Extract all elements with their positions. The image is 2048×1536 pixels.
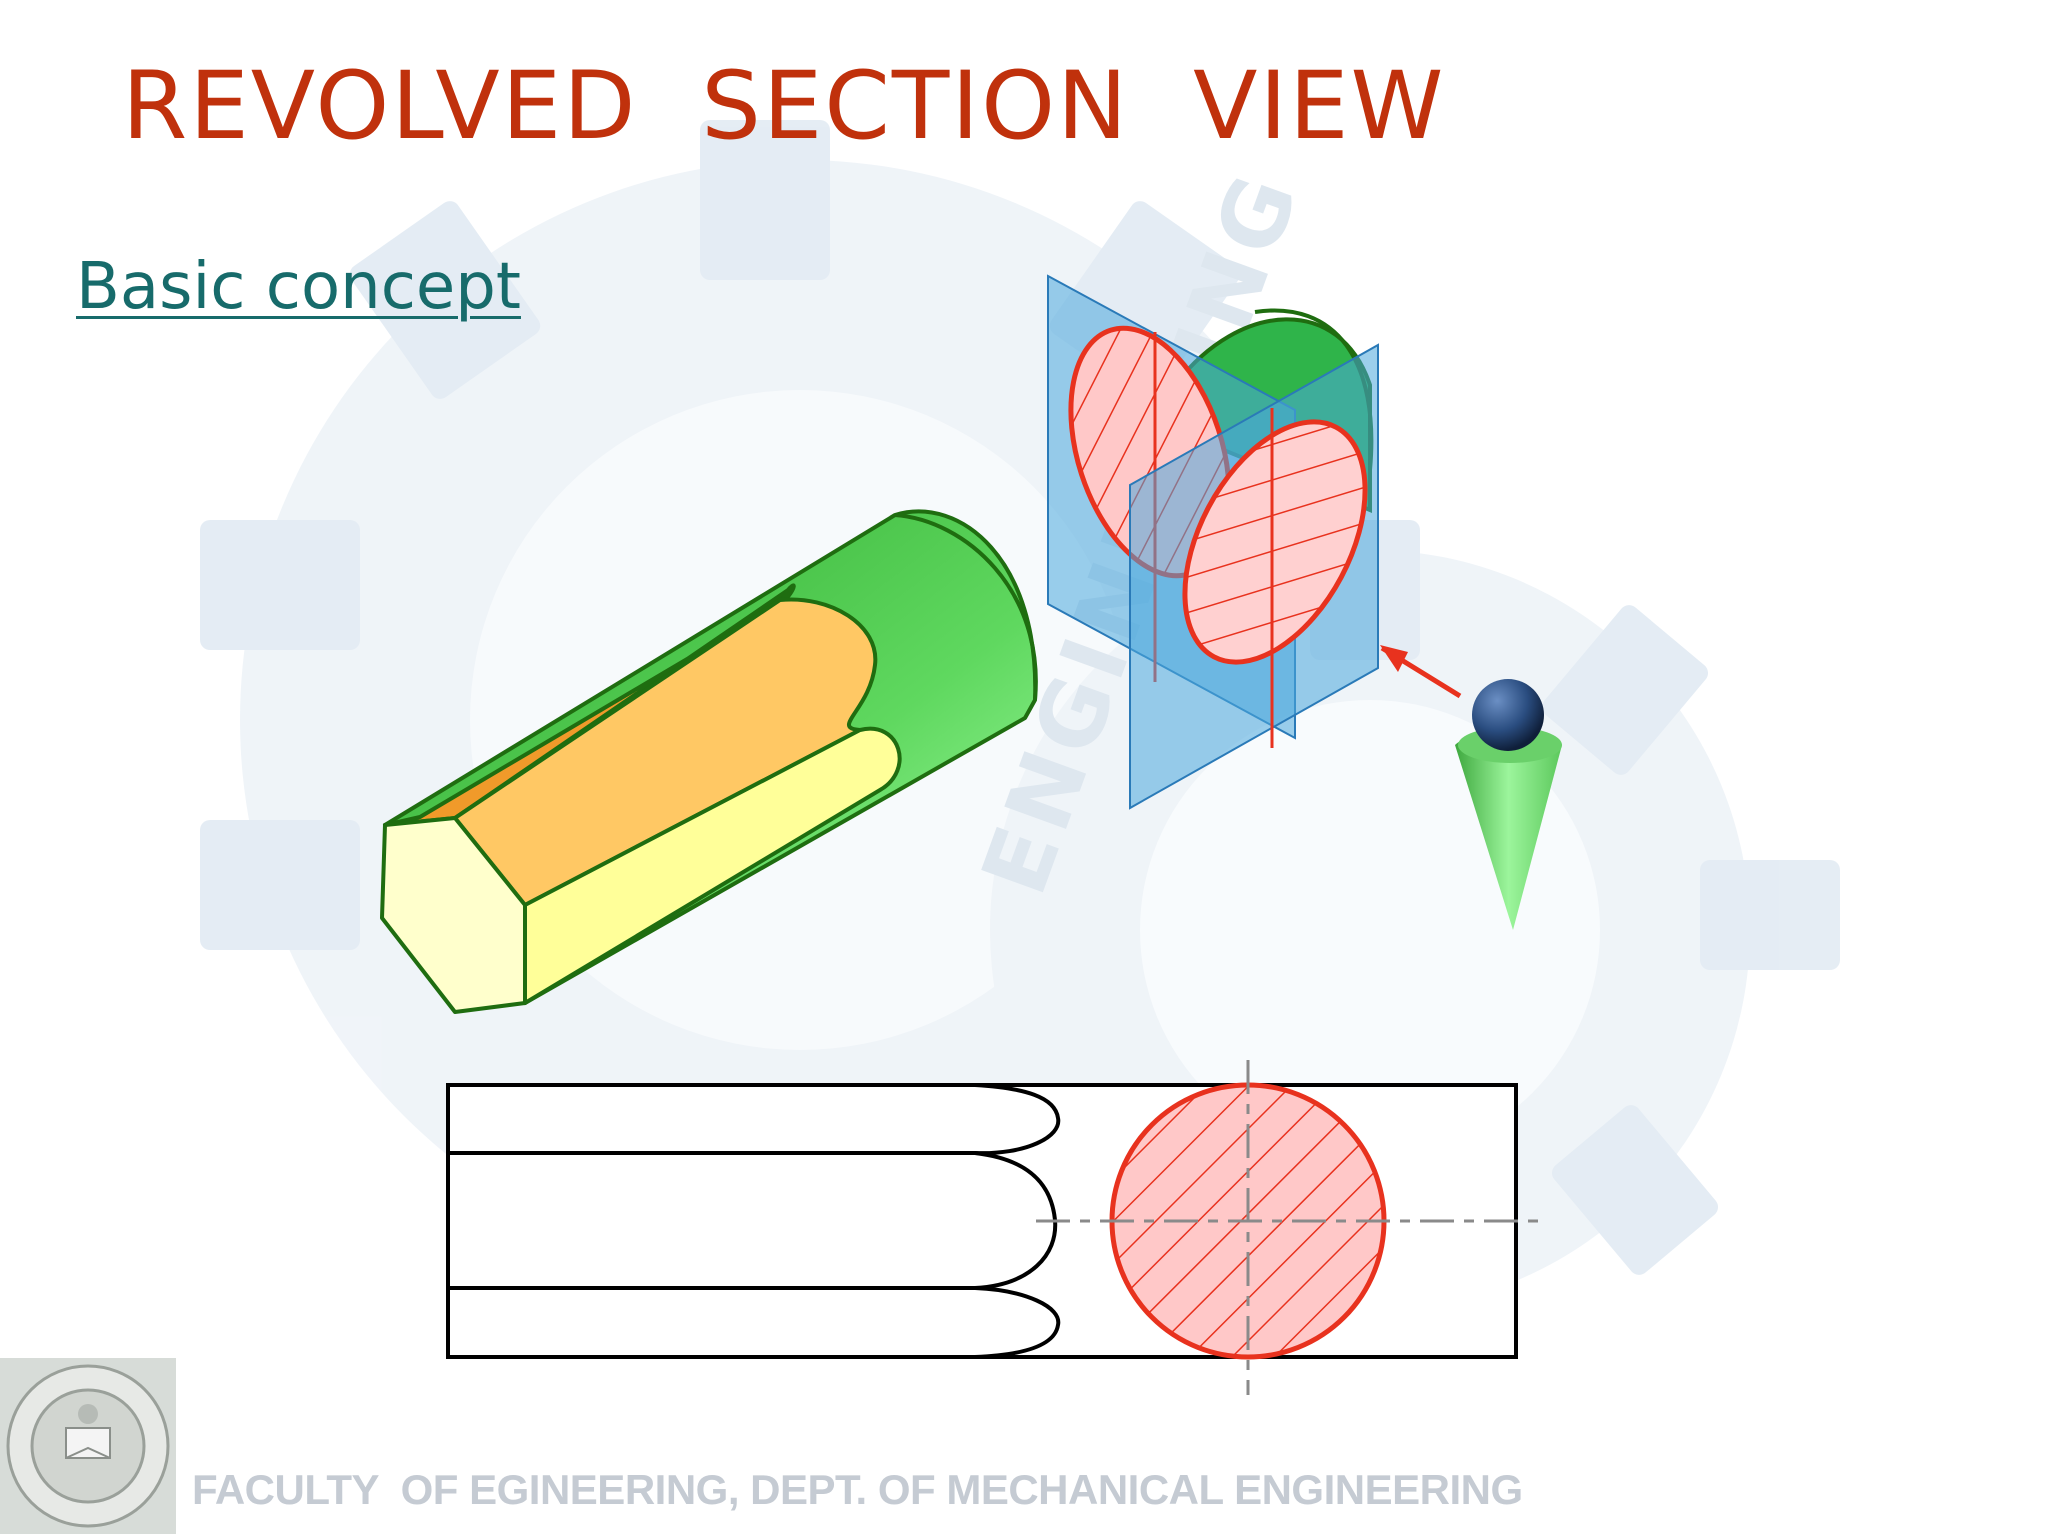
revolved-section-drawing — [446, 1060, 1548, 1395]
slide-title: REVOLVED SECTION VIEW — [122, 52, 1446, 161]
footer-text: FACULTY OF EGINEERING, DEPT. OF MECHANIC… — [192, 1466, 1523, 1513]
viewer-eye-icon — [1455, 679, 1562, 930]
cutting-plane-assembly — [1047, 274, 1462, 810]
shaft-3d — [380, 509, 1038, 1014]
section-heading: Basic concept — [76, 250, 521, 324]
university-seal-icon — [0, 1358, 176, 1534]
